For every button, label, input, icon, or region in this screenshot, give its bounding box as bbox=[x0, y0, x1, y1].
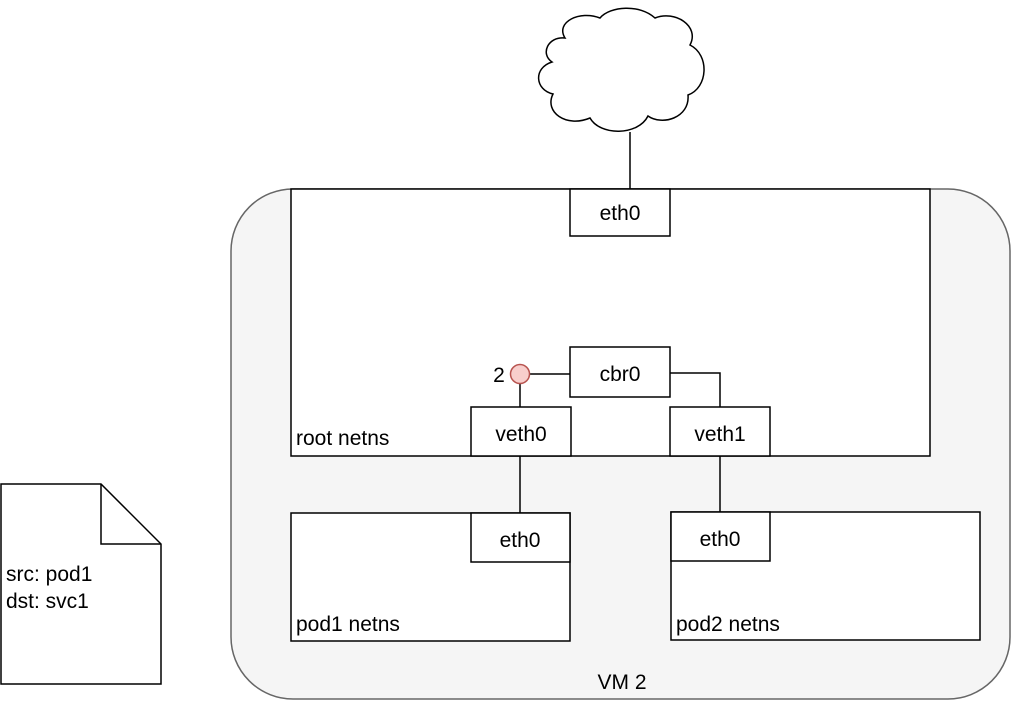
veth0-label: veth0 bbox=[495, 423, 546, 446]
veth1-label: veth1 bbox=[694, 423, 745, 446]
bridge-box bbox=[569, 346, 671, 398]
bridge-label: cbr0 bbox=[600, 363, 641, 386]
bridge-to-veth1-link bbox=[670, 372, 721, 407]
pod2-eth0-box bbox=[670, 511, 771, 562]
pod1-netns-label: pod1 netns bbox=[296, 613, 400, 636]
veth1-box bbox=[669, 406, 771, 457]
root-eth0-label: eth0 bbox=[600, 202, 641, 225]
step-number: 2 bbox=[493, 364, 505, 387]
pod1-eth0-label: eth0 bbox=[500, 529, 541, 552]
step-marker bbox=[509, 363, 531, 385]
pod2-eth0-label: eth0 bbox=[700, 528, 741, 551]
packet-note-fold bbox=[100, 484, 161, 545]
packet-dst: dst: svc1 bbox=[6, 590, 89, 613]
veth0-box bbox=[470, 406, 572, 457]
pod1-eth0-box bbox=[470, 512, 571, 563]
root-netns-label: root netns bbox=[296, 427, 389, 450]
pod2-netns-label: pod2 netns bbox=[676, 613, 780, 636]
vm-label: VM 2 bbox=[597, 671, 646, 694]
packet-note-icon bbox=[0, 483, 162, 685]
cloud-icon bbox=[537, 7, 705, 132]
packet-src: src: pod1 bbox=[6, 563, 92, 586]
root-eth0-box bbox=[569, 188, 671, 237]
